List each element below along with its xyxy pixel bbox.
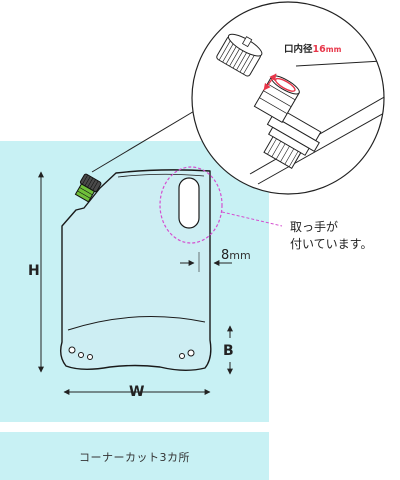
corner-cut-caption: コーナーカット3カ所 — [79, 451, 190, 464]
spout-cap-small — [74, 173, 102, 203]
bore-diameter-text: 口内径 — [284, 44, 313, 55]
corner-hole-left-1 — [68, 346, 76, 354]
bore-diameter-label: 口内径16mm — [284, 41, 341, 55]
pouch — [59, 169, 212, 371]
caption-background-panel — [0, 432, 269, 480]
margin-label: 8mm — [221, 244, 251, 263]
corner-hole-left-3 — [87, 354, 93, 360]
corner-hole-left-2 — [78, 352, 84, 358]
top-seal-line — [117, 173, 205, 178]
margin-unit: mm — [229, 249, 251, 262]
handle-note-line2: 付いています。 — [290, 237, 373, 251]
bottom-label: B — [223, 343, 234, 359]
bore-diameter-value: 16 — [312, 44, 326, 55]
corner-hole-right-1 — [179, 353, 185, 359]
handle-highlight-circle — [159, 166, 223, 244]
corner-hole-right-2 — [187, 349, 195, 357]
magnifier-connector-line — [91, 109, 197, 173]
handle-callout-line — [221, 211, 283, 227]
height-label: H — [28, 263, 40, 279]
bore-diameter-arrow — [263, 73, 277, 91]
margin-value: 8 — [221, 248, 230, 263]
magnified-spout-detail — [191, 1, 385, 195]
handle-note: 取っ手が 付いています。 — [290, 219, 372, 253]
bottom-gusset-line — [67, 316, 206, 331]
width-label: W — [129, 384, 145, 400]
handle-note-line1: 取っ手が — [290, 220, 339, 234]
handle-slot — [178, 177, 200, 229]
bore-diameter-unit: mm — [325, 45, 342, 54]
